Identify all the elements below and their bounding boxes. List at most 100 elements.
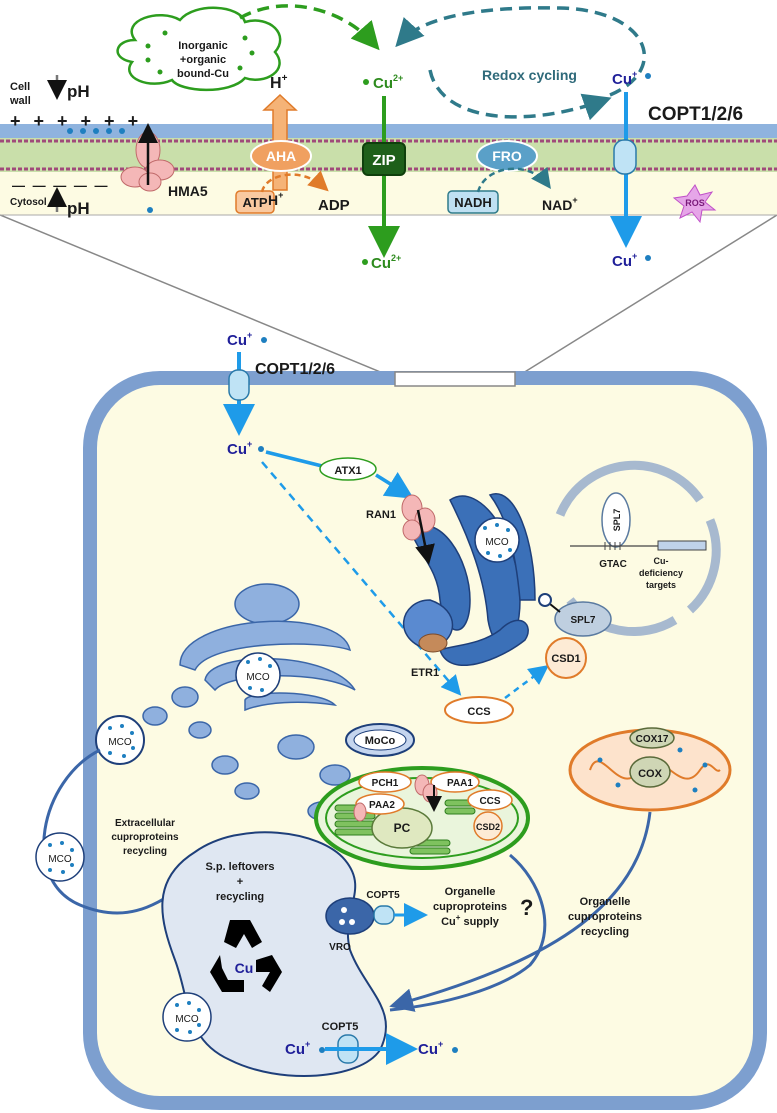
golgi-mco-dots (483, 523, 512, 558)
fro-reductase (476, 140, 538, 172)
atp-to-adp-arrow (260, 170, 329, 193)
cu-cytosol-dot (258, 446, 264, 452)
vro (325, 897, 375, 935)
ros-label: ROS (685, 198, 705, 208)
extracellular-label-3: recycling (123, 846, 167, 857)
paa2-transporter (353, 802, 367, 822)
chloroplast-recycling-path (389, 853, 547, 1012)
gtac-motifs (604, 542, 621, 550)
paa2-label: PAA2 (369, 800, 395, 811)
atx1-chaperone (319, 457, 377, 481)
h-plus-bottom: H+ (268, 190, 283, 208)
atx1-to-ran1-arrow (375, 471, 414, 499)
csd2-label: CSD2 (476, 822, 500, 832)
organelle-supply-3: Cu+ supply (441, 913, 500, 928)
adp-label: ADP (318, 197, 350, 214)
csd1-label: CSD1 (551, 653, 580, 665)
redox-label: Redox cycling (482, 67, 577, 83)
cu-entry-label: Cu+ (227, 330, 252, 349)
cu-vac-right-dot (452, 1047, 458, 1053)
paa2-protein (355, 793, 405, 815)
vacuole-cu-label: Cu (235, 960, 254, 976)
cu-plus-bottom-dot (645, 255, 651, 261)
spl7-anchor (538, 593, 552, 607)
left-golgi-mco-vesicle (235, 652, 281, 698)
cu-plus-top-dot (645, 73, 651, 79)
cu-vac-left-dot (319, 1047, 325, 1053)
cu2-top-dot (363, 79, 369, 85)
organelle-supply-2: cuproproteins (433, 901, 507, 913)
paa1-label: PAA1 (447, 778, 473, 789)
cu-cytosol-label: Cu+ (227, 439, 252, 458)
cox17-chaperone (629, 727, 675, 749)
extracellular-mco-label-mid: MCO (48, 854, 72, 865)
cu-vac-right-label: Cu+ (418, 1039, 443, 1058)
csd1-enzyme (545, 637, 587, 679)
cell-wall-label-2: wall (9, 95, 31, 107)
cu2-bottom-dot (362, 259, 368, 265)
cell-wall-label: Cell (10, 81, 30, 93)
nad-label: NAD+ (542, 195, 578, 213)
zip-label: ZIP (372, 152, 395, 169)
pch1-protein (358, 771, 412, 793)
mito-cu-dots (597, 747, 708, 793)
membrane-panel: Cell wall pH + + + + + + — — — — — Cytos… (0, 0, 777, 379)
moco-label: MoCo (365, 735, 396, 747)
zoom-funnel (0, 215, 777, 378)
cu-def-line-1: Cu- (654, 556, 669, 566)
vacuole-copt5-label: COPT5 (322, 1021, 359, 1033)
cu2-top-label: Cu2+ (373, 73, 403, 92)
vacuole-mco-label: MCO (175, 1014, 199, 1025)
question-mark: ? (520, 895, 533, 920)
nucleus-spl7-protein (601, 492, 631, 548)
ccs-label: CCS (467, 706, 490, 718)
nadh-to-nad-arrow (476, 166, 551, 193)
fro-label: FRO (492, 148, 522, 164)
atp-box (235, 190, 275, 214)
sp-leftovers-2: + (237, 876, 243, 888)
cloud-line-1: Inorganic (178, 40, 228, 52)
target-gene (657, 540, 707, 551)
ph-bottom-label: pH (67, 199, 90, 218)
cell-wall-cu-dots (67, 128, 125, 134)
sp-leftovers-1: S.p. leftovers (205, 861, 274, 873)
cu-entry-dot (261, 337, 267, 343)
cu-def-line-2: deficiency (639, 568, 683, 578)
gtac-label: GTAC (599, 559, 627, 570)
extracellular-mco-label-top: MCO (108, 737, 132, 748)
negative-charges: — — — — — (12, 178, 109, 193)
vro-copt5-transporter (373, 905, 395, 925)
csd2-enzyme (473, 811, 503, 841)
golgi-mco-label: MCO (485, 537, 509, 548)
cu-plus-bottom-label: Cu+ (612, 251, 637, 270)
cu-to-atx1-arrow (265, 450, 323, 468)
vro-label: VRO (329, 942, 351, 953)
recycle-icon (210, 920, 282, 992)
cell-wall-band (0, 124, 777, 138)
cu-def-line-3: targets (646, 580, 676, 590)
ran1-import-arrow (415, 509, 435, 565)
copt-top-transporter (613, 139, 637, 175)
ph-top-label: pH (67, 82, 90, 101)
copt-entry-transporter (228, 369, 250, 401)
aha-label: AHA (266, 148, 296, 164)
cloud-line-3: bound-Cu (177, 68, 229, 80)
cox-complex (629, 756, 671, 788)
copt-entry-label: COPT1/2/6 (255, 361, 335, 378)
pc-label: PC (394, 821, 411, 835)
h-plus-top: H+ (270, 73, 288, 92)
chloroplast-ccs (467, 789, 513, 811)
ros-burst (672, 184, 717, 224)
atx1-label: ATX1 (334, 465, 361, 477)
cu-vac-left-label: Cu+ (285, 1039, 310, 1058)
organelle-recycling-arrow (389, 811, 652, 1012)
chloroplast-ccs-label: CCS (479, 796, 500, 807)
nadh-label: NADH (454, 195, 492, 210)
vacuole-mco-dots (175, 1001, 201, 1034)
redox-forward-arrow (428, 69, 612, 121)
organelle-recycling-1: Organelle (580, 896, 631, 908)
redox-return-arrow (395, 6, 646, 97)
spl7-cytosolic (554, 601, 612, 637)
etr1-label: ETR1 (411, 667, 439, 679)
